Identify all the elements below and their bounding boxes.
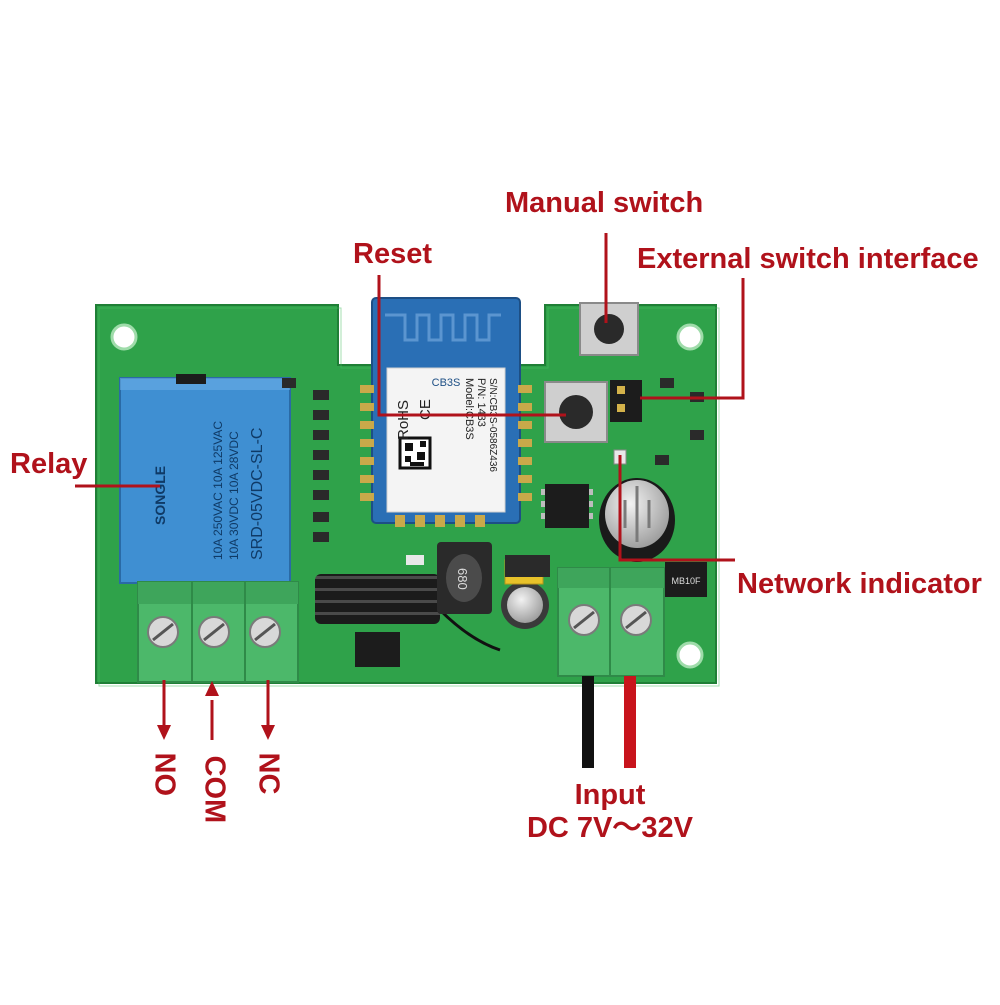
smd-components bbox=[282, 378, 704, 565]
input-voltage-label: DC 7V～32V bbox=[526, 812, 693, 844]
reset-button bbox=[544, 381, 608, 443]
relay-model-text: SRD-05VDC-SL-C bbox=[249, 428, 266, 560]
com-terminal-label: COM bbox=[198, 755, 231, 824]
module-model-text: Model:CB3S bbox=[463, 378, 475, 440]
relay-label: Relay bbox=[10, 448, 88, 480]
relay-brand-text: SONGLE bbox=[152, 466, 168, 525]
manual-switch-label: Manual switch bbox=[505, 187, 704, 219]
wifi-module bbox=[360, 297, 532, 527]
module-rohs-text: RoHS bbox=[395, 400, 412, 440]
module-ce-text: CE bbox=[417, 399, 434, 420]
relay-rating-line-1: 10A 250VAC 10A 125VAC bbox=[211, 421, 225, 560]
input-label: Input bbox=[574, 779, 646, 811]
inductor-code-text: 680 bbox=[455, 568, 470, 590]
reset-label: Reset bbox=[353, 238, 432, 270]
mounting-holes bbox=[110, 323, 704, 669]
external-switch-interface-label: External switch interface bbox=[637, 243, 979, 275]
ic-chips bbox=[355, 484, 707, 667]
relay-terminal-block bbox=[137, 581, 299, 683]
no-terminal-label: NO bbox=[148, 752, 181, 797]
module-name-text: CB3S bbox=[432, 377, 461, 389]
inductor bbox=[437, 542, 492, 614]
antenna-coil bbox=[315, 574, 440, 624]
capacitor-large bbox=[599, 478, 675, 562]
relay-rating-line-2: 10A 30VDC 10A 28VDC bbox=[227, 431, 241, 560]
relay-component bbox=[119, 374, 291, 597]
module-pn-text: P/N: 1433 bbox=[475, 378, 487, 427]
callout-lines bbox=[75, 233, 745, 562]
terminal-arrows bbox=[157, 680, 275, 740]
manual-switch-button bbox=[579, 302, 639, 356]
qr-code bbox=[398, 436, 432, 470]
input-terminal-block bbox=[557, 567, 665, 677]
nc-terminal-label: NC bbox=[252, 752, 285, 795]
external-switch-header bbox=[610, 380, 642, 422]
module-sn-text: S/N:CB3S-0586Z436 bbox=[487, 378, 498, 472]
input-wire-black bbox=[582, 676, 594, 768]
input-wire-red bbox=[624, 676, 636, 768]
chip-code-text: MB10F bbox=[671, 576, 701, 586]
network-indicator-label: Network indicator bbox=[737, 568, 982, 600]
